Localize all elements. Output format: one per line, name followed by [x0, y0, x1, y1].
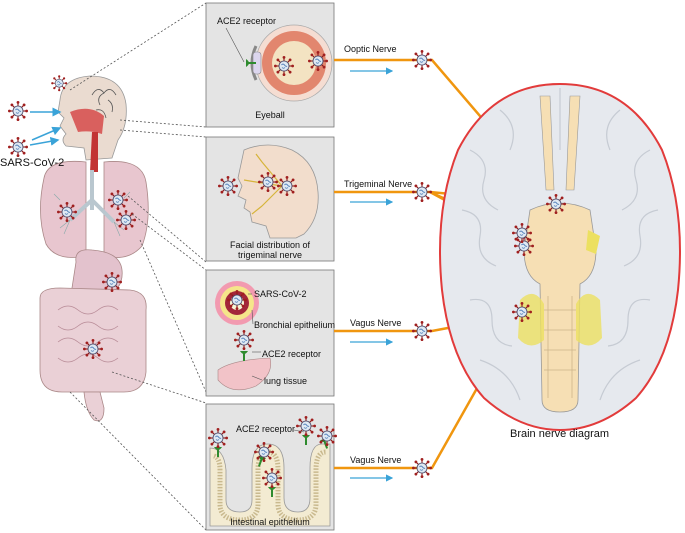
lung-ace2-receptor-label: ACE2 receptor — [262, 349, 322, 359]
virus-icon — [511, 222, 533, 244]
trigeminal-nerve-label: Trigeminal Nerve — [344, 179, 413, 189]
lung-tissue-label: lung tissue — [264, 376, 308, 386]
eye-ace2-receptor-label: ACE2 receptor — [217, 16, 277, 26]
entry-arrow — [29, 136, 60, 146]
entry-arrow — [31, 126, 62, 141]
virus-icon — [316, 425, 338, 447]
sars-cov-2-label: SARS-CoV-2 — [0, 157, 65, 169]
intestine-ace2-receptor-label: ACE2 receptor — [236, 424, 296, 434]
vagus-nerve-label-2: Vagus Nerve — [350, 455, 402, 465]
virus-icon — [511, 301, 533, 323]
virus-icon — [411, 49, 433, 71]
virus-icon — [261, 467, 283, 489]
face-caption-line-2: trigeminal nerve — [237, 250, 303, 260]
virus-icon — [101, 271, 123, 293]
vagus-nerve-label-1: Vagus Nerve — [350, 318, 402, 328]
virus-icon — [115, 209, 137, 231]
lung-panel — [205, 269, 335, 397]
virus-icon — [545, 193, 567, 215]
virus-icon — [50, 74, 68, 92]
virus-icon — [217, 175, 239, 197]
virus-icon — [307, 50, 329, 72]
eyeball-caption: Eyeball — [255, 110, 285, 120]
virus-icon — [295, 415, 317, 437]
virus-icon — [273, 55, 295, 77]
leader-lines — [69, 2, 207, 531]
human-body — [7, 74, 149, 422]
virus-icon — [82, 338, 104, 360]
virus-icon — [233, 329, 255, 351]
face-caption-line-1: Facial distribution of — [229, 240, 311, 250]
virus-icon — [226, 289, 248, 311]
face-panel — [205, 136, 335, 262]
virus-icon — [56, 201, 78, 223]
virus-icon — [276, 175, 298, 197]
intestine-panel — [205, 403, 338, 531]
virus-icon — [207, 427, 229, 449]
optic-nerve-label: Ooptic Nerve — [344, 44, 397, 54]
intestinal-epithelium-caption: Intestinal epithelium — [230, 517, 310, 527]
virus-icon — [253, 441, 275, 463]
virus-icon — [257, 171, 279, 193]
bronchial-epithelium-label: Bronchial epithelium — [254, 320, 336, 330]
virus-icon — [7, 136, 29, 158]
eye-panel — [205, 2, 335, 128]
virus-icon — [7, 100, 29, 122]
virus-icon — [411, 457, 433, 479]
virus-icon — [411, 181, 433, 203]
brain-diagram-caption: Brain nerve diagram — [510, 428, 610, 440]
brain — [439, 82, 681, 432]
virus-icon — [411, 320, 433, 342]
virus-icon — [107, 189, 129, 211]
lung-sars-cov-2-label: SARS-CoV-2 — [254, 289, 307, 299]
